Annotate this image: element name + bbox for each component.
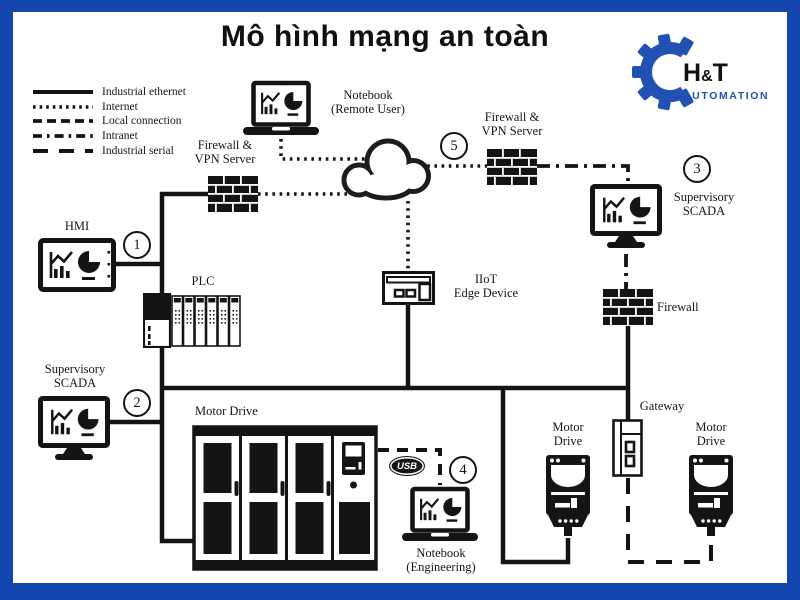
dotted-line-swatch — [33, 105, 93, 109]
cloud-icon — [336, 136, 432, 208]
brand-logo: H&T AUTOMATION — [628, 22, 783, 122]
motor-drive-left-label: Motor Drive — [552, 420, 584, 449]
legend-item-local-connection: Local connection — [33, 114, 186, 129]
usb-badge: USB — [389, 456, 425, 476]
firewall-icon — [603, 289, 653, 325]
scada-left-label: Supervisory SCADA — [44, 362, 106, 391]
notebook-engineering-label: Notebook (Engineering) — [406, 546, 476, 575]
legend-item-internet: Internet — [33, 100, 186, 115]
page-title: Mô hình mạng an toàn — [220, 20, 550, 53]
hmi-label: HMI — [64, 219, 90, 233]
logo-subtitle: AUTOMATION — [683, 90, 769, 102]
legend-item-intranet: Intranet — [33, 129, 186, 144]
firewall-vpn-right-label: Firewall & VPN Server — [481, 110, 543, 139]
legend-item-industrial-ethernet: Industrial ethernet — [33, 85, 186, 100]
iiot-edge-device-icon — [382, 271, 435, 305]
link-drive-left-loop — [500, 388, 571, 565]
legend: Industrial ethernet Internet Local conne… — [33, 85, 186, 158]
scada-right-monitor-icon — [590, 184, 662, 252]
link-gateway-drive-right — [626, 478, 713, 564]
scada-right-label: Supervisory SCADA — [673, 190, 735, 219]
step-badge-3: 3 — [683, 155, 711, 183]
step-badge-5: 5 — [440, 132, 468, 160]
link-fwright-scada — [537, 164, 630, 185]
motor-drive-cabinet-label: Motor Drive — [195, 404, 258, 418]
engineering-notebook-icon — [402, 486, 478, 544]
iiot-label: IIoT Edge Device — [453, 272, 519, 301]
firewall-vpn-right-icon — [487, 149, 537, 185]
step-badge-4: 4 — [449, 456, 477, 484]
hmi-panel-icon — [38, 238, 116, 292]
remote-notebook-icon — [243, 80, 319, 138]
dashed-line-swatch — [33, 119, 93, 124]
scada-left-monitor-icon — [38, 396, 110, 464]
motor-drive-cabinet-icon — [192, 425, 378, 571]
gateway-label: Gateway — [639, 399, 685, 413]
motor-drive-left-icon — [545, 454, 591, 540]
notebook-remote-label: Notebook (Remote User) — [331, 88, 405, 117]
step-badge-1: 1 — [123, 231, 151, 259]
firewall-vpn-left-icon — [208, 176, 258, 212]
legend-item-industrial-serial: Industrial serial — [33, 143, 186, 158]
gear-icon: H&T AUTOMATION — [632, 33, 769, 111]
plc-icon — [142, 292, 241, 349]
serial-line-swatch — [33, 148, 93, 153]
firewall-label: Firewall — [657, 300, 699, 314]
step-badge-2: 2 — [123, 389, 151, 417]
firewall-vpn-left-label: Firewall & VPN Server — [194, 138, 256, 167]
link-left-backbone — [159, 191, 210, 544]
solid-line-swatch — [33, 90, 93, 95]
plc-label: PLC — [191, 274, 215, 288]
motor-drive-right-icon — [688, 454, 734, 540]
link-cabinet-notebook-usb — [378, 448, 442, 485]
gateway-icon — [612, 419, 643, 477]
logo-brand-text: H&T — [683, 59, 728, 87]
dashdot-line-swatch — [33, 134, 93, 138]
motor-drive-right-label: Motor Drive — [695, 420, 727, 449]
